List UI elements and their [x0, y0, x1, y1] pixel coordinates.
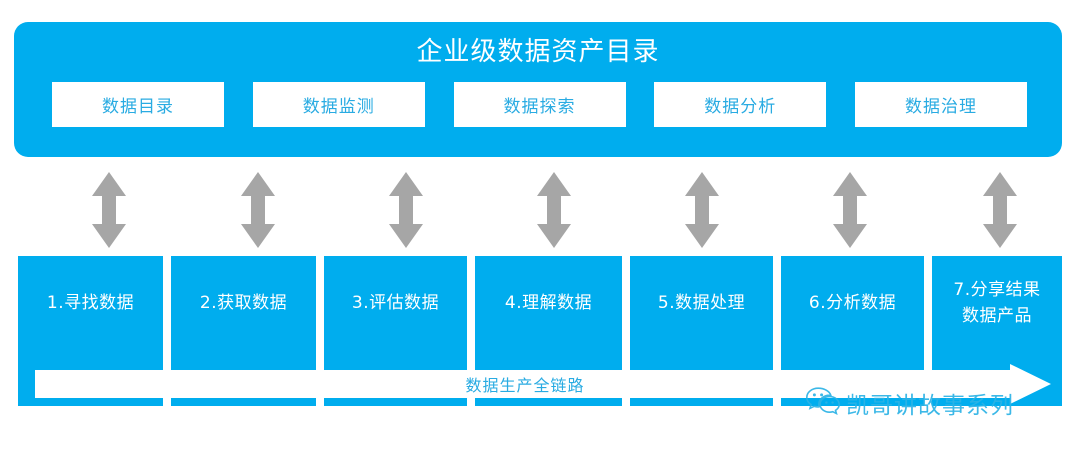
module-chip-data-exploration[interactable]: 数据探索 — [453, 82, 626, 127]
module-chip-data-governance[interactable]: 数据治理 — [855, 82, 1027, 127]
right-arrow-banner-icon — [35, 364, 1051, 404]
pipeline-step-label: 5.数据处理 — [657, 293, 746, 313]
module-chip-label: 数据治理 — [905, 97, 977, 117]
double-arrow-icon — [386, 170, 426, 250]
module-chip-label: 数据分析 — [704, 97, 777, 117]
pipeline-step-label: 1.寻找数据 — [46, 293, 135, 313]
double-arrow-icon — [682, 170, 722, 250]
module-chip-row: 数据目录 数据监测 数据探索 数据分析 数据治理 — [52, 82, 1027, 127]
pipeline-step-label: 4.理解数据 — [504, 293, 593, 313]
module-chip-label: 数据探索 — [503, 97, 576, 117]
double-arrow-icon — [830, 170, 870, 250]
pipeline-banner-label: 数据生产全链路 — [465, 376, 585, 395]
wechat-icon — [805, 387, 841, 419]
pipeline-step-label: 6.分析数据 — [808, 293, 897, 313]
platform-panel: 企业级数据资产目录 数据目录 数据监测 数据探索 数据分析 数据治理 — [14, 22, 1062, 157]
page-title: 企业级数据资产目录 — [416, 37, 660, 67]
watermark: 凯哥讲故事系列 — [805, 386, 1014, 420]
double-arrow-icon — [238, 170, 278, 250]
pipeline-banner: 数据生产全链路 — [35, 364, 1051, 404]
pipeline-step-label: 3.评估数据 — [351, 293, 440, 313]
double-arrow-icon — [89, 170, 129, 250]
connector-arrow-row — [18, 170, 1062, 250]
pipeline-step-label: 7.分享结果 数据产品 — [953, 280, 1041, 326]
double-arrow-icon — [980, 170, 1020, 250]
module-chip-data-analysis[interactable]: 数据分析 — [654, 82, 827, 127]
double-arrow-icon — [534, 170, 574, 250]
module-chip-data-monitoring[interactable]: 数据监测 — [252, 82, 425, 127]
module-chip-data-catalog[interactable]: 数据目录 — [52, 82, 224, 127]
module-chip-label: 数据监测 — [302, 97, 375, 117]
watermark-text: 凯哥讲故事系列 — [846, 393, 1014, 419]
module-chip-label: 数据目录 — [102, 97, 174, 117]
pipeline-step-label: 2.获取数据 — [199, 293, 288, 313]
